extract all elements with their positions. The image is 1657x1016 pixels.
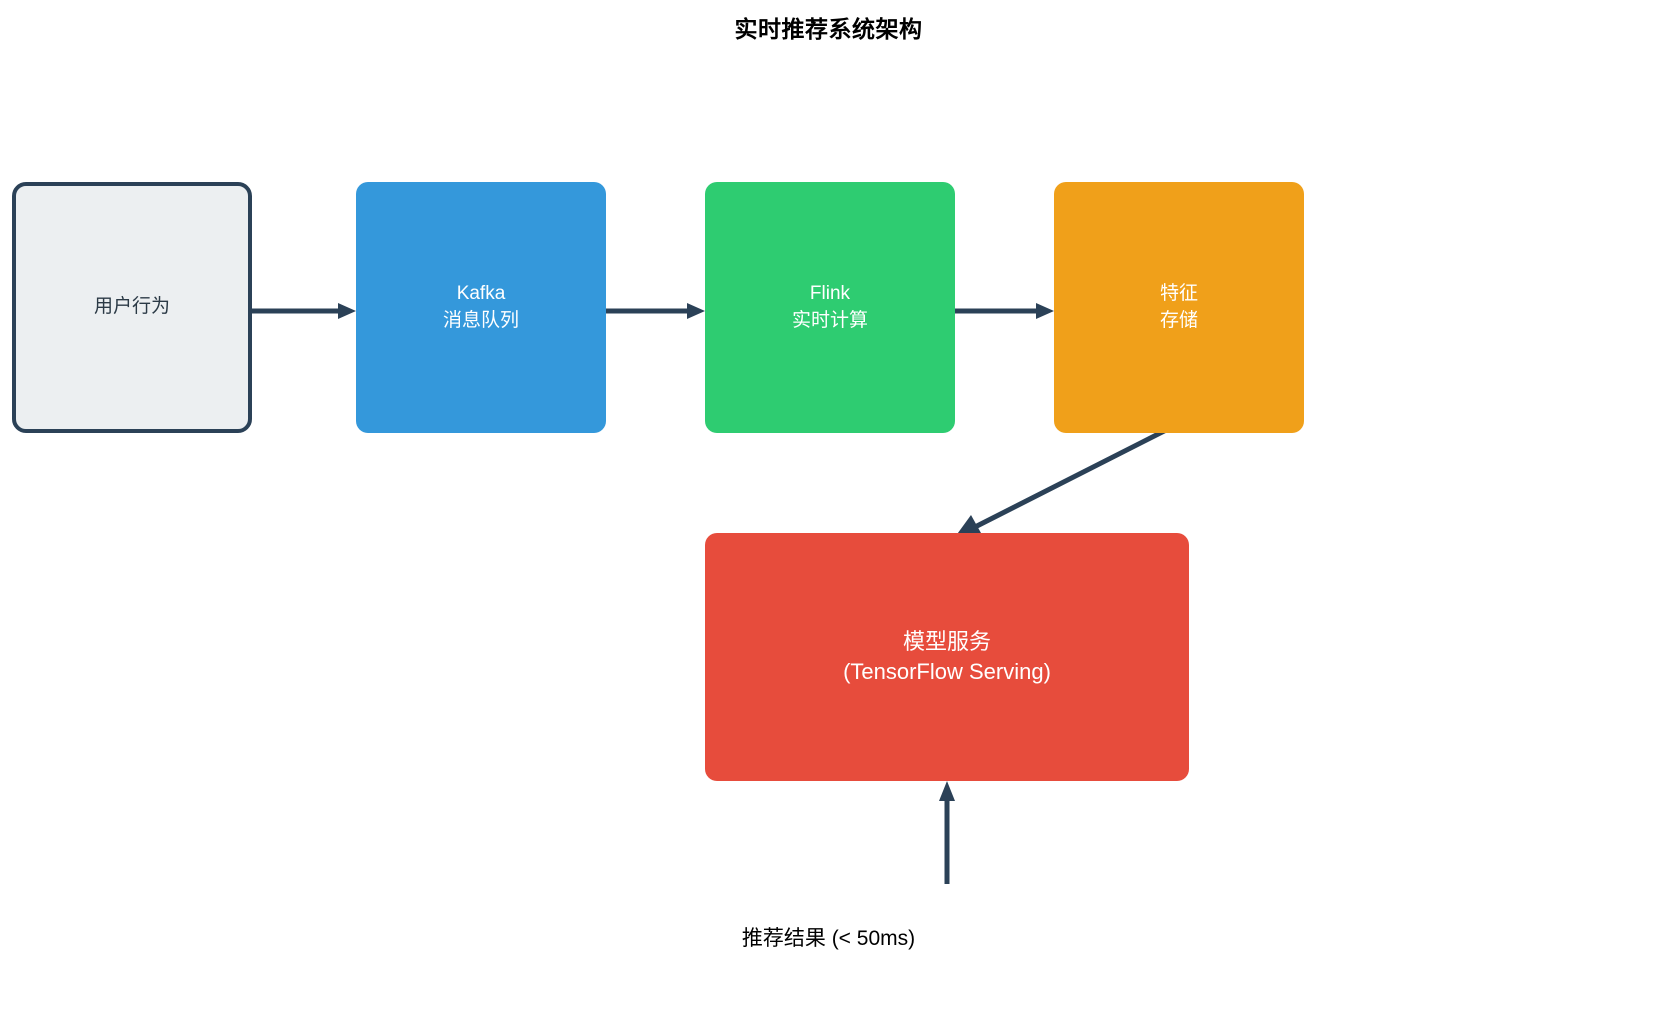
node-user-behavior-label: 用户行为 bbox=[93, 296, 170, 318]
edge-feature-store-to-model-serving bbox=[955, 421, 1180, 537]
edge-kafka-to-flink bbox=[606, 303, 705, 319]
node-user-behavior[interactable]: 用户行为 bbox=[12, 182, 252, 433]
node-model-serving-label: 模型服务 (TensorFlow Serving) bbox=[843, 628, 1051, 684]
node-model-serving[interactable]: 模型服务 (TensorFlow Serving) bbox=[705, 533, 1189, 781]
edge-user-behavior-to-kafka bbox=[252, 303, 356, 319]
node-flink-label: Flink 实时计算 bbox=[791, 283, 868, 331]
edge-flink-to-feature-store bbox=[955, 303, 1054, 319]
node-feature-store-label: 特征 存储 bbox=[1159, 283, 1198, 331]
node-flink[interactable]: Flink 实时计算 bbox=[705, 182, 955, 433]
page-title: 实时推荐系统架构 bbox=[734, 16, 923, 42]
node-kafka[interactable]: Kafka 消息队列 bbox=[356, 182, 606, 433]
edge-output-to-model-serving bbox=[939, 781, 955, 884]
node-feature-store[interactable]: 特征 存储 bbox=[1054, 182, 1304, 433]
node-kafka-label: Kafka 消息队列 bbox=[442, 283, 519, 331]
output-caption: 推荐结果 (< 50ms) bbox=[741, 927, 916, 950]
